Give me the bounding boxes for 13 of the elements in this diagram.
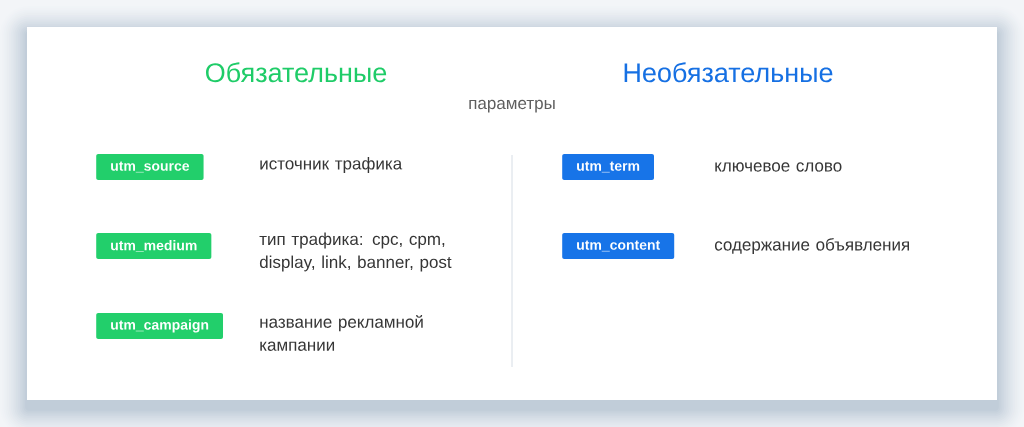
parameter-tag: utm_content (562, 233, 675, 259)
parameter-tag: utm_medium (96, 233, 212, 259)
parameter-tag: utm_source (96, 154, 204, 180)
parameter-tag: utm_campaign (96, 313, 223, 339)
column-heading: Необязательные (624, 62, 833, 83)
description-text: ключевое слово (715, 162, 842, 172)
column-heading: Обязательные (206, 62, 387, 83)
subheading: параметры (469, 99, 555, 113)
description-text: содержание объявления (714, 238, 909, 254)
parameter-tag: utm_term (562, 154, 654, 180)
description-text: тип трафика: cpc, cpm, display, link, banner, post (259, 232, 452, 272)
description-text: источник трафика (260, 157, 403, 173)
description-text: название рекламной кампании (260, 315, 423, 351)
